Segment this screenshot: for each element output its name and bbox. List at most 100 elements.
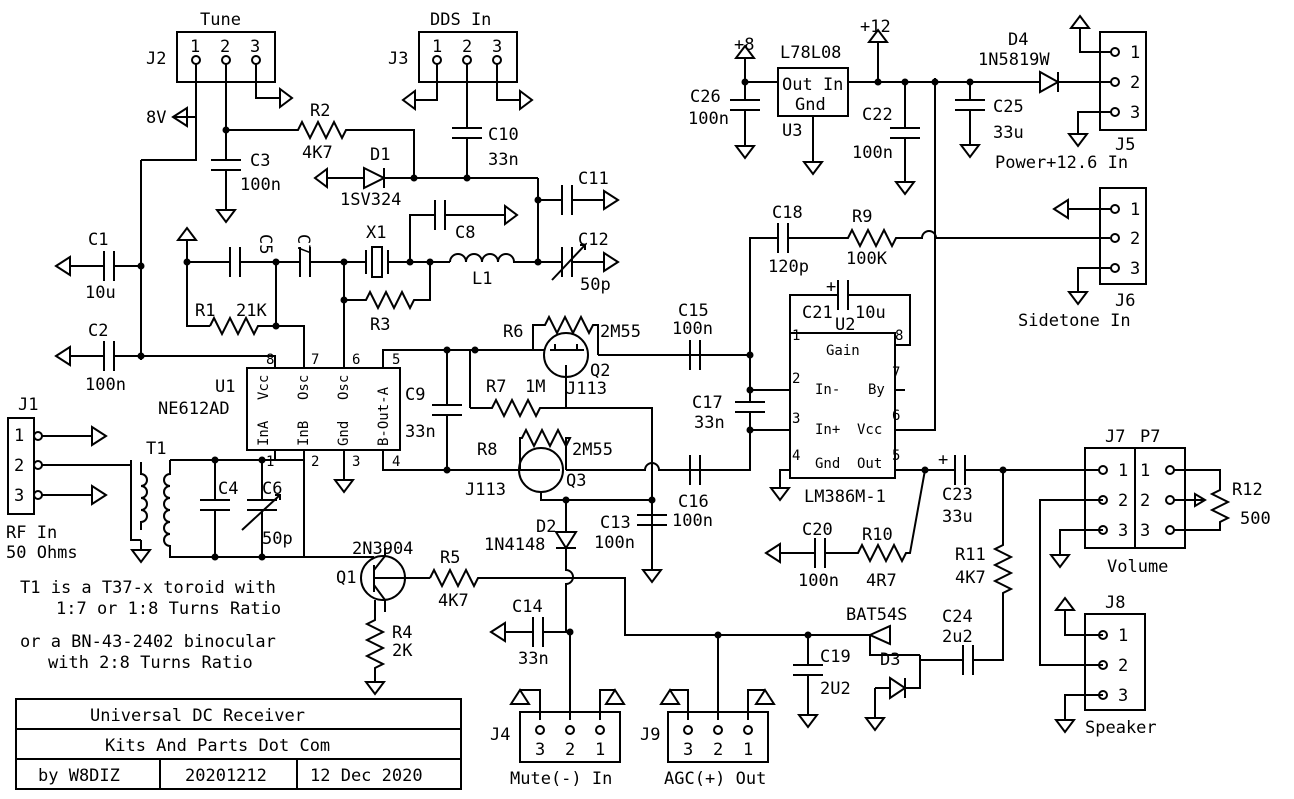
schematic-label: 21K (236, 301, 267, 321)
schematic-label: R11 (955, 545, 986, 565)
schematic-label: 1 (1130, 200, 1140, 220)
schematic-label: 1 (595, 740, 605, 760)
schematic-label: 3 (492, 37, 502, 57)
schematic-label: 3 (1118, 521, 1128, 541)
u2-audio-amp-ic: U2 1 8 2 7 3 6 4 5 Gain In- By In+ Vcc G… (789, 315, 903, 507)
8v-label: 8V (146, 108, 166, 128)
schematic-label: Q3 (566, 471, 586, 491)
schematic-label: Gnd (795, 95, 826, 115)
j8-speaker-connector: J8 1 2 3 Speaker (1084, 593, 1157, 738)
schematic-label: 2 (1118, 656, 1128, 676)
schematic-label: X1 (366, 223, 386, 243)
schematic-label: +12 (860, 17, 891, 37)
schematic-label: 1 (432, 37, 442, 57)
schematic-label: 4K7 (438, 591, 469, 611)
schematic-label: 2 (1140, 491, 1150, 511)
schematic-label: J8 (1105, 593, 1125, 613)
schematic-label: R9 (852, 207, 872, 227)
schematic-label: 7 (892, 365, 900, 381)
schematic-label: 2 (14, 456, 24, 476)
schematic-label: DDS In (430, 10, 491, 30)
schematic-label: B-Out-A (376, 386, 392, 446)
u3-voltage-regulator: L78L08 Out In Gnd U3 (777, 43, 849, 141)
schematic-label: 3 (352, 454, 360, 470)
schematic-label: 2 (713, 740, 723, 760)
schematic-label: 3 (14, 486, 24, 506)
schematic-label: C21 (802, 303, 833, 323)
schematic-label: 1 (14, 426, 24, 446)
schematic-label: Volume (1107, 557, 1168, 577)
schematic-label: 100n (672, 319, 713, 339)
schematic-label: 50p (262, 529, 293, 549)
schematic-label: 1M (525, 377, 545, 397)
schematic-label: 3 (1130, 259, 1140, 279)
schematic-label: RF In (6, 523, 57, 543)
schematic-label: 2u2 (942, 627, 973, 647)
schematic-label: D1 (370, 145, 390, 165)
schematic-label: R7 (486, 377, 506, 397)
schematic-label: C5 (255, 234, 275, 254)
schematic-label: 1N4148 (484, 535, 545, 555)
schematic-label: Osc (296, 375, 312, 400)
schematic-label: 3 (683, 740, 693, 760)
schematic-label: Gnd (336, 421, 352, 446)
schematic-label: 1 (266, 454, 274, 470)
schematic-label: Out In (782, 75, 843, 95)
schematic-label: 100n (798, 571, 839, 591)
schematic-label: C8 (455, 223, 475, 243)
u1-mixer-ic: U1 NE612AD 8 7 6 5 1 2 3 4 Vcc Osc Osc B… (158, 352, 401, 470)
schematic-label: 100n (852, 143, 893, 163)
schematic-label: 7 (311, 352, 319, 368)
schematic-label: 10u (85, 283, 116, 303)
schematic-label: J1 (18, 395, 38, 415)
schematic-label: 1 (190, 37, 200, 57)
schematic-label: 2 (1130, 73, 1140, 93)
schematic-label: J113 (465, 480, 506, 500)
schematic-label: 3 (250, 37, 260, 57)
schematic-label: 33n (518, 649, 549, 669)
j7-p7-volume-connector: J7 P7 1 2 3 1 2 3 Volume (1084, 427, 1186, 577)
schematic-label: 2 (1130, 229, 1140, 249)
j6-sidetone-connector: 1 2 3 J6 Sidetone In (1018, 187, 1147, 331)
schematic-label: R6 (503, 322, 523, 342)
schematic-label: 4 (792, 448, 800, 464)
schematic-label: R8 (477, 440, 497, 460)
schematic-label: 2 (220, 37, 230, 57)
schematic-label: 100n (672, 511, 713, 531)
schematic-label: 3 (1118, 686, 1128, 706)
schematic-label: P7 (1140, 427, 1160, 447)
schematic-label: R3 (370, 315, 390, 335)
schematic-label: 100K (846, 249, 888, 269)
schematic-label: C26 (690, 87, 721, 107)
schematic-label: + (826, 277, 836, 297)
schematic-label: 100n (85, 375, 126, 395)
j3-connector: DDS In J3 1 2 3 (388, 10, 518, 83)
schematic-label: J113 (566, 379, 607, 399)
schematic-label: 5 (892, 448, 900, 464)
date-text: 12 Dec 2020 (310, 766, 423, 786)
schematic-label: C20 (802, 520, 833, 540)
schematic-label: 1 (1140, 461, 1150, 481)
schematic-label: T1 (146, 439, 166, 459)
schematic-label: 1SV324 (340, 190, 401, 210)
schematic-label: R1 (195, 301, 215, 321)
schematic-label: J4 (490, 725, 510, 745)
schematic-label: Tune (200, 10, 241, 30)
note-line-4: with 2:8 Turns Ratio (48, 653, 253, 673)
schematic-label: L1 (472, 269, 492, 289)
schematic-label: Vcc (256, 375, 272, 400)
schematic-label: 100n (594, 533, 635, 553)
schematic-label: Sidetone In (1018, 311, 1131, 331)
schematic-label: +8 (734, 35, 754, 55)
schematic-label: Out (857, 456, 882, 472)
schematic-label: 8 (895, 328, 903, 344)
schematic-label: By (868, 382, 885, 398)
schematic-label: U3 (782, 121, 802, 141)
schematic-label: R12 (1232, 480, 1263, 500)
schematic-label: 50p (580, 275, 611, 295)
schematic-label: J3 (388, 49, 408, 69)
schematic-label: Mute(-) In (510, 769, 612, 789)
schematic-label: C23 (942, 485, 973, 505)
schematic-label: 2M55 (600, 322, 641, 342)
